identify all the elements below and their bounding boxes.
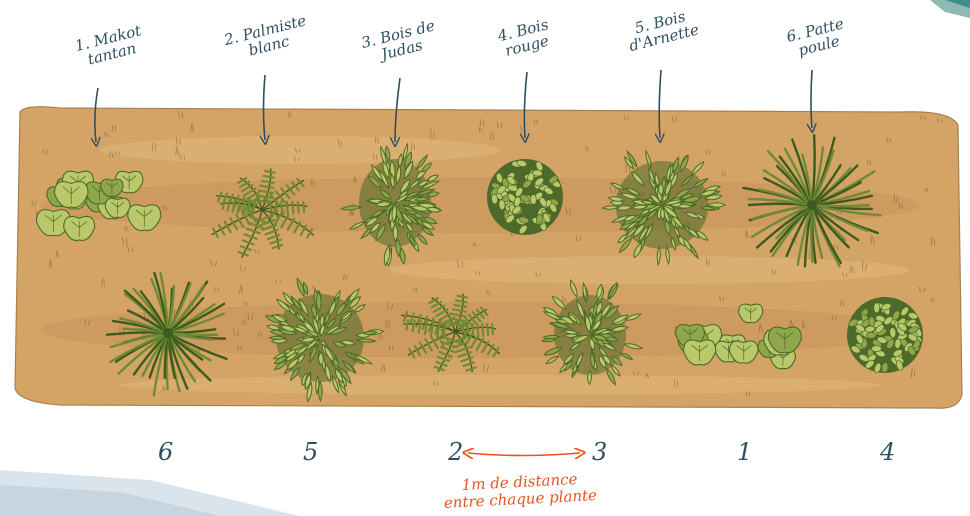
bottom-number: 4: [880, 440, 895, 464]
plant-bois-rouge-top: [487, 159, 563, 235]
arrow-patte-poule: [811, 70, 812, 128]
bottom-number: 3: [592, 440, 607, 464]
paper-corner-bottom-left: [0, 470, 300, 516]
bottom-number: 1: [737, 440, 752, 464]
bottom-number: 2: [448, 440, 463, 464]
soil-bed: [15, 107, 962, 409]
paper-corner-top-right: [930, 0, 970, 18]
arrow-palmiste-blanc: [264, 75, 266, 140]
bottom-number: 6: [158, 440, 173, 464]
spacing-arrow: [468, 453, 580, 456]
bottom-number: 5: [303, 440, 318, 464]
